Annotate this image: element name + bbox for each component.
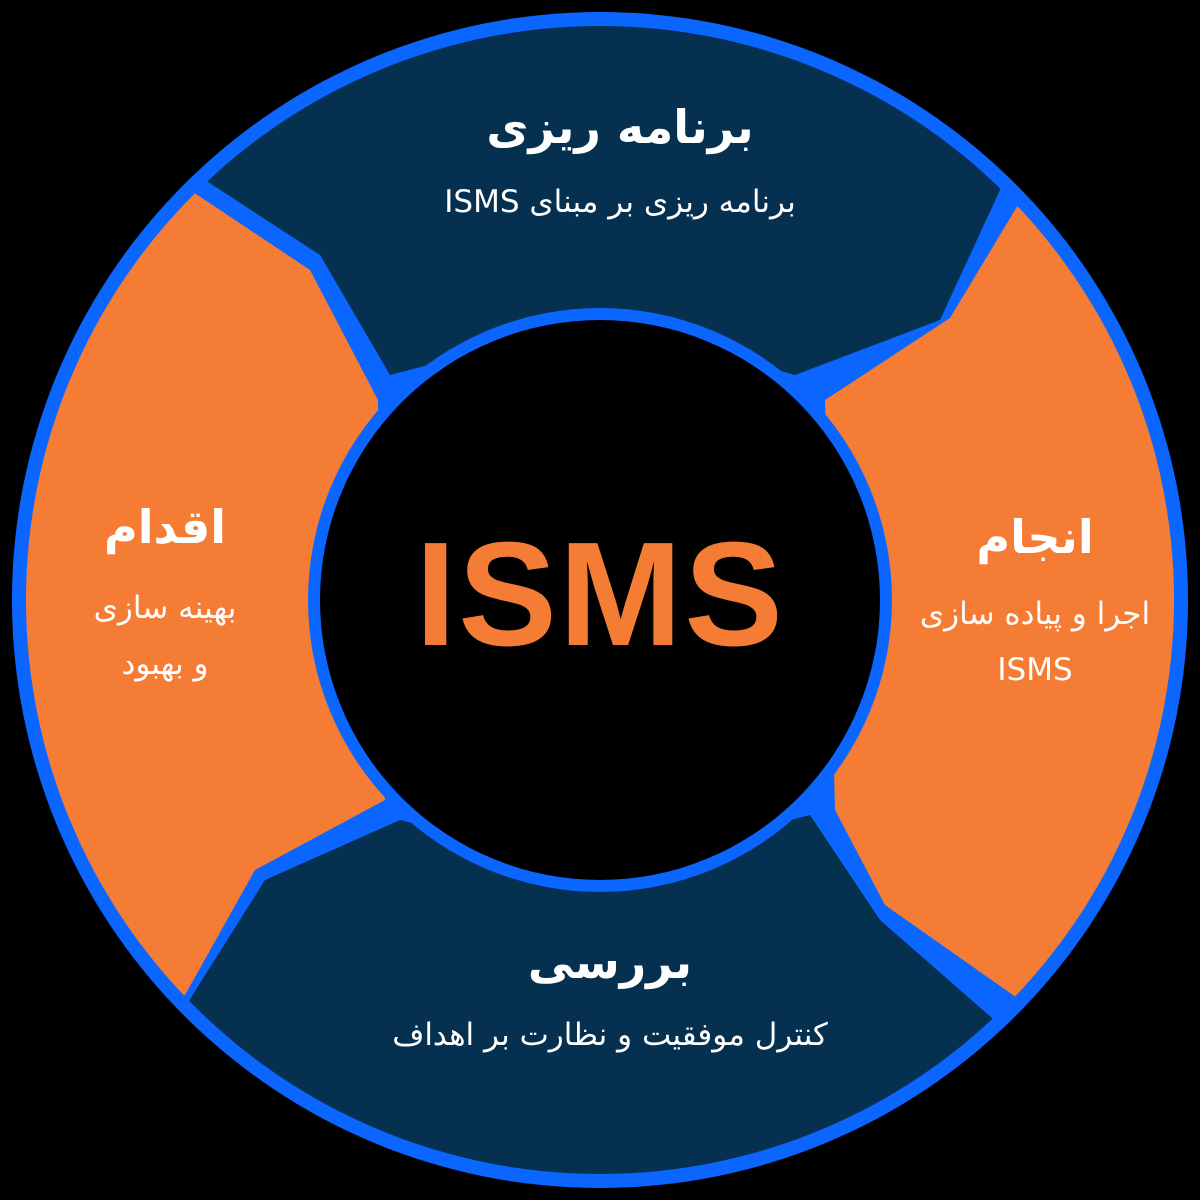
do-title: انجام <box>976 510 1094 564</box>
act-desc-line1: بهینه سازی <box>93 590 237 626</box>
do-block: انجام اجرا و پیاده سازی ISMS <box>885 510 1185 698</box>
act-block: اقدام بهینه سازی و بهبود <box>40 500 290 692</box>
plan-block: برنامه ریزی برنامه ریزی بر مبنای ISMS <box>400 100 840 230</box>
do-desc-line2: ISMS <box>997 652 1073 688</box>
plan-title: برنامه ریزی <box>486 100 754 154</box>
plan-desc: برنامه ریزی بر مبنای ISMS <box>444 184 796 220</box>
center-label: ISMS <box>415 512 785 677</box>
do-desc-line1: اجرا و پیاده سازی <box>919 596 1151 632</box>
check-desc: کنترل موفقیت و نظارت بر اهداف <box>392 1017 828 1053</box>
act-title: اقدام <box>104 500 226 554</box>
check-title: بررسی <box>527 935 693 989</box>
check-block: بررسی کنترل موفقیت و نظارت بر اهداف <box>340 935 880 1063</box>
act-desc-line2: و بهبود <box>121 646 209 682</box>
center-disk <box>320 320 880 880</box>
